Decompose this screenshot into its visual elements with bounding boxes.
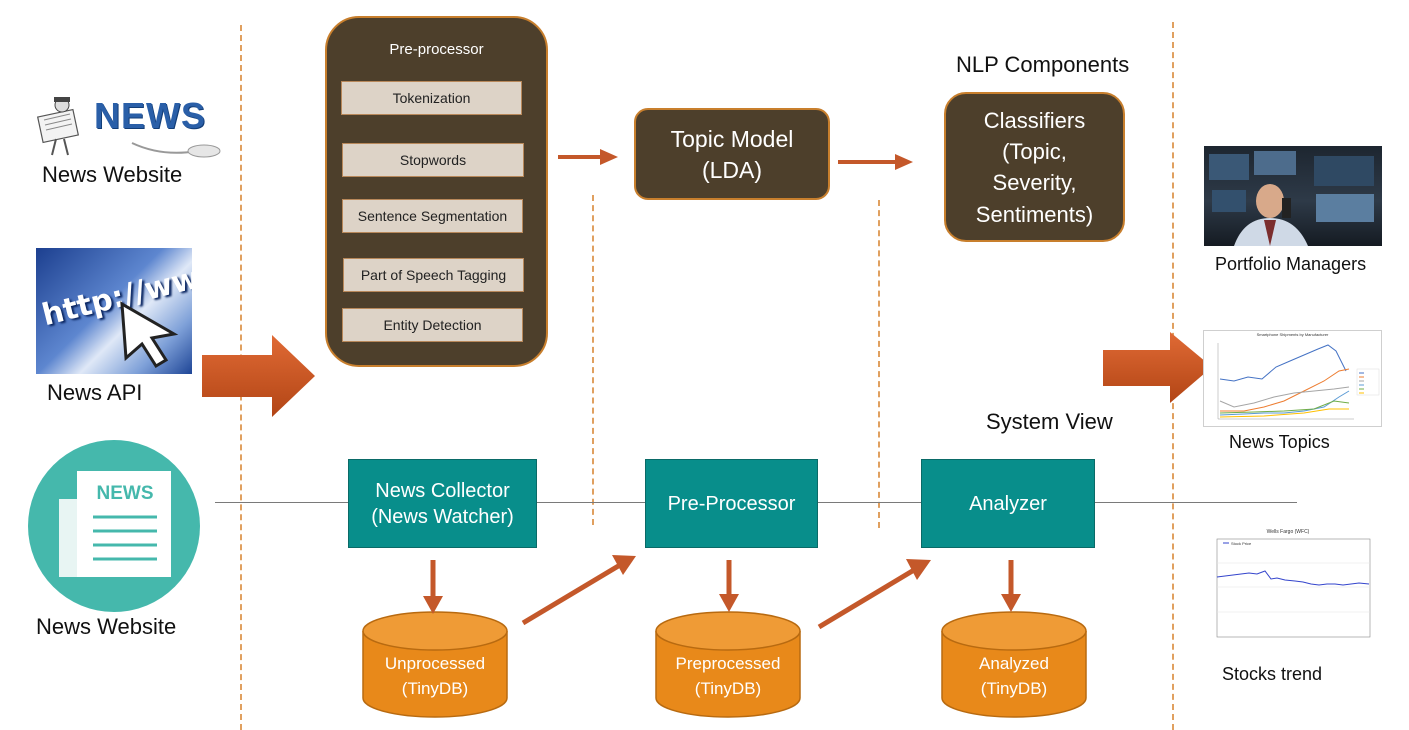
label-news-api: News API — [47, 380, 143, 405]
news-collector-line2: (News Watcher) — [371, 505, 514, 528]
portfolio-managers-photo — [1204, 146, 1382, 246]
analyzer-box: Analyzer — [921, 459, 1095, 548]
step-entity-detection: Entity Detection — [342, 308, 523, 342]
db-preprocessed-shape — [655, 611, 801, 718]
label-portfolio-managers: Portfolio Managers — [1215, 254, 1367, 274]
arrow-analyzer-to-db — [1001, 560, 1021, 612]
separator-mid-1 — [592, 195, 594, 525]
news-topics-chart-title: Smartphone Shipments by Manufacturer — [1256, 332, 1329, 337]
db-analyzed-shape — [941, 611, 1087, 718]
step-sentence-segmentation: Sentence Segmentation — [342, 199, 523, 233]
news-icon-text: NEWS — [96, 483, 154, 504]
stocks-chart-legend: Stock Price — [1231, 541, 1252, 546]
step-pos-tagging: Part of Speech Tagging — [343, 258, 524, 292]
label-news-website-1: News Website — [42, 162, 183, 187]
arrow-preprocessor-to-db — [719, 560, 739, 612]
pre-processor-label: Pre-Processor — [667, 492, 796, 515]
news-collector-box: News Collector (News Watcher) — [348, 459, 537, 548]
pre-processor-box: Pre-Processor — [645, 459, 818, 548]
system-view-heading: System View — [986, 409, 1113, 434]
nlp-components-heading: NLP Components — [956, 52, 1130, 77]
news-logo-text: NEWS — [94, 95, 206, 136]
analyzer-label: Analyzer — [969, 492, 1047, 515]
step-stopwords: Stopwords — [342, 143, 524, 177]
newspaper-reader-icon — [36, 97, 221, 158]
news-collector-line1: News Collector — [375, 479, 510, 502]
label-news-website-2: News Website — [36, 614, 177, 639]
db-unprocessed-line2: (TinyDB) — [401, 678, 469, 698]
separator-mid-2 — [878, 200, 880, 528]
step-tokenization: Tokenization — [341, 81, 522, 115]
news-website-logo: NEWS — [32, 95, 222, 160]
db-analyzed-line1: Analyzed — [979, 654, 1049, 673]
big-output-arrow — [1103, 332, 1212, 403]
classifiers-line3: Severity, — [992, 170, 1077, 196]
http-browser-image: http://www — [36, 248, 192, 374]
topic-model-line1: Topic Model — [670, 126, 794, 152]
news-topics-chart-thumbnail: Smartphone Shipments by Manufacturer — [1203, 330, 1382, 427]
arrow-preprocessor-to-topic — [558, 149, 618, 165]
arrow-db-to-analyzer — [817, 559, 931, 630]
db-preprocessed-line1: Preprocessed — [675, 654, 781, 673]
arrow-collector-to-db — [423, 560, 443, 614]
cursor-arrow-icon — [120, 301, 179, 369]
arrow-db-to-preprocessor — [521, 555, 636, 626]
label-news-topics: News Topics — [1229, 432, 1330, 452]
stocks-trend-chart-thumbnail: Wells Fargo (WFC) Stock Price — [1203, 527, 1373, 655]
topic-model-line2: (LDA) — [701, 157, 763, 184]
classifiers-box: Classifiers (Topic, Severity, Sentiments… — [944, 92, 1125, 242]
label-stocks-trend: Stocks trend — [1222, 664, 1323, 684]
db-preprocessed-line2: (TinyDB) — [694, 678, 762, 698]
news-circle-icon: NEWS — [27, 439, 201, 613]
big-input-arrow — [202, 335, 315, 417]
db-analyzed-label: Analyzed (TinyDB) — [942, 652, 1086, 701]
preprocessor-title: Pre-processor — [389, 41, 484, 58]
db-analyzed-line2: (TinyDB) — [980, 678, 1048, 698]
db-unprocessed-line1: Unprocessed — [384, 654, 486, 673]
arrow-topic-to-classifiers — [838, 154, 913, 170]
topic-model-box: Topic Model (LDA) — [634, 108, 830, 200]
classifiers-line4: Sentiments) — [975, 201, 1094, 227]
db-preprocessed-label: Preprocessed (TinyDB) — [656, 652, 800, 701]
db-unprocessed-shape — [362, 611, 508, 718]
classifiers-line2: (Topic, — [1002, 139, 1067, 165]
stocks-chart-title: Wells Fargo (WFC) — [1266, 529, 1310, 535]
db-unprocessed-label: Unprocessed (TinyDB) — [363, 652, 507, 701]
classifiers-line1: Classifiers — [983, 108, 1086, 133]
